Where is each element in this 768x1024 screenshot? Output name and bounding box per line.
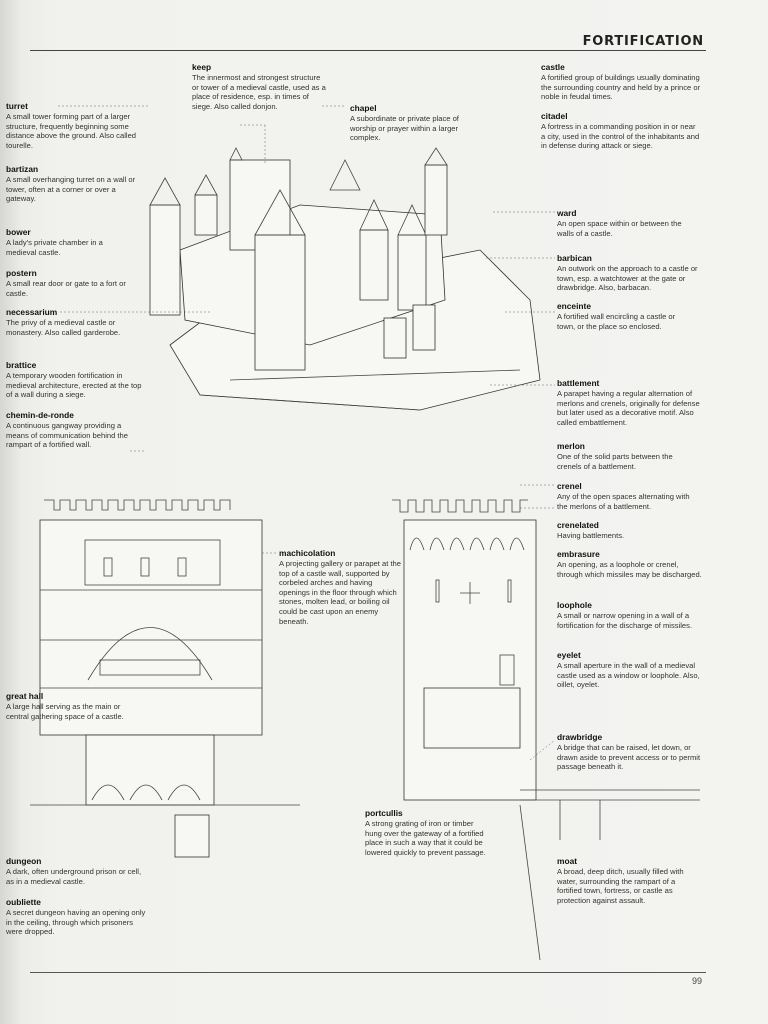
term-definition: A projecting gallery or parapet at the t…: [279, 559, 401, 626]
term-title: brattice: [6, 360, 37, 370]
footer-rule: [30, 972, 706, 973]
page-header-title: FORTIFICATION: [582, 34, 704, 49]
term-battlement: battlement A parapet having a regular al…: [557, 378, 705, 427]
term-definition: A small or narrow opening in a wall of a…: [557, 611, 693, 630]
term-title: chapel: [350, 103, 377, 113]
term-brattice: brattice A temporary wooden fortificatio…: [6, 360, 146, 400]
leader-lines: [58, 105, 556, 761]
term-definition: A broad, deep ditch, usually filled with…: [557, 867, 684, 905]
term-turret: turret A small tower forming part of a l…: [6, 101, 146, 150]
term-oubliette: oubliette A secret dungeon having an ope…: [6, 897, 151, 937]
term-crenelated: crenelated Having battlements.: [557, 520, 697, 541]
page-number: 99: [691, 976, 702, 986]
term-definition: Having battlements.: [557, 531, 625, 540]
term-definition: A bridge that can be raised, let down, o…: [557, 743, 701, 772]
term-ward: ward An open space within or between the…: [557, 208, 697, 238]
term-definition: Any of the open spaces alternating with …: [557, 492, 690, 511]
term-definition: A dark, often underground prison or cell…: [6, 867, 142, 886]
term-title: oubliette: [6, 897, 41, 907]
term-title: necessarium: [6, 307, 58, 317]
term-title: keep: [192, 62, 212, 72]
term-definition: An opening, as a loophole or crenel, thr…: [557, 560, 702, 579]
term-drawbridge: drawbridge A bridge that can be raised, …: [557, 732, 705, 772]
term-title: eyelet: [557, 650, 581, 660]
term-chemin-de-ronde: chemin-de-ronde A continuous gangway pro…: [6, 410, 146, 450]
term-title: crenel: [557, 481, 582, 491]
term-definition: A parapet having a regular alternation o…: [557, 389, 700, 427]
term-definition: A secret dungeon having an opening only …: [6, 908, 146, 937]
term-definition: A lady's private chamber in a medieval c…: [6, 238, 103, 257]
term-definition: An outwork on the approach to a castle o…: [557, 264, 698, 293]
term-loophole: loophole A small or narrow opening in a …: [557, 600, 702, 630]
gatehouse-section-drawing: [392, 499, 700, 961]
term-definition: A small rear door or gate to a fort or c…: [6, 279, 126, 298]
term-title: castle: [541, 62, 565, 72]
term-crenel: crenel Any of the open spaces alternatin…: [557, 481, 697, 511]
header-rule: [30, 50, 706, 51]
term-definition: The privy of a medieval castle or monast…: [6, 318, 121, 337]
term-necessarium: necessarium The privy of a medieval cast…: [6, 307, 131, 337]
term-title: embrasure: [557, 549, 600, 559]
term-embrasure: embrasure An opening, as a loophole or c…: [557, 549, 702, 579]
term-definition: A small tower forming part of a larger s…: [6, 112, 137, 150]
term-title: portcullis: [365, 808, 403, 818]
term-title: crenelated: [557, 520, 599, 530]
term-title: loophole: [557, 600, 592, 610]
term-definition: A fortified group of buildings usually d…: [541, 73, 701, 102]
term-title: barbican: [557, 253, 592, 263]
term-definition: A subordinate or private place of worshi…: [350, 114, 459, 143]
term-title: great hall: [6, 691, 44, 701]
term-dungeon: dungeon A dark, often underground prison…: [6, 856, 146, 886]
term-definition: A small overhanging turret on a wall or …: [6, 175, 136, 204]
term-portcullis: portcullis A strong grating of iron or t…: [365, 808, 490, 857]
term-title: turret: [6, 101, 28, 111]
term-barbican: barbican An outwork on the approach to a…: [557, 253, 705, 293]
term-definition: A fortress in a commanding position in o…: [541, 122, 700, 151]
term-definition: A temporary wooden fortification in medi…: [6, 371, 142, 400]
term-title: drawbridge: [557, 732, 603, 742]
term-definition: A continuous gangway providing a means o…: [6, 421, 128, 450]
term-definition: One of the solid parts between the crene…: [557, 452, 673, 471]
castle-aerial-drawing: [149, 147, 541, 411]
term-title: machicolation: [279, 548, 336, 558]
term-title: chemin-de-ronde: [6, 410, 74, 420]
term-title: dungeon: [6, 856, 42, 866]
term-keep: keep The innermost and strongest structu…: [192, 62, 327, 111]
term-postern: postern A small rear door or gate to a f…: [6, 268, 146, 298]
term-chapel: chapel A subordinate or private place of…: [350, 103, 475, 143]
term-castle: castle A fortified group of buildings us…: [541, 62, 701, 102]
term-great-hall: great hall A large hall serving as the m…: [6, 691, 141, 721]
term-definition: A small aperture in the wall of a mediev…: [557, 661, 700, 690]
term-machicolation: machicolation A projecting gallery or pa…: [279, 548, 404, 626]
term-title: postern: [6, 268, 37, 278]
term-definition: An open space within or between the wall…: [557, 219, 682, 238]
term-bartizan: bartizan A small overhanging turret on a…: [6, 164, 146, 204]
keep-section-drawing: [30, 499, 300, 858]
term-moat: moat A broad, deep ditch, usually filled…: [557, 856, 702, 905]
term-title: enceinte: [557, 301, 591, 311]
term-title: ward: [557, 208, 577, 218]
term-citadel: citadel A fortress in a commanding posit…: [541, 111, 701, 151]
term-bower: bower A lady's private chamber in a medi…: [6, 227, 126, 257]
term-merlon: merlon One of the solid parts between th…: [557, 441, 697, 471]
term-definition: A large hall serving as the main or cent…: [6, 702, 124, 721]
term-title: citadel: [541, 111, 568, 121]
term-enceinte: enceinte A fortified wall encircling a c…: [557, 301, 677, 331]
term-definition: A strong grating of iron or timber hung …: [365, 819, 486, 857]
term-title: bower: [6, 227, 31, 237]
term-title: bartizan: [6, 164, 39, 174]
term-title: merlon: [557, 441, 585, 451]
term-eyelet: eyelet A small aperture in the wall of a…: [557, 650, 702, 690]
term-title: battlement: [557, 378, 600, 388]
term-title: moat: [557, 856, 578, 866]
term-definition: The innermost and strongest structure or…: [192, 73, 326, 111]
term-definition: A fortified wall encircling a castle or …: [557, 312, 676, 331]
